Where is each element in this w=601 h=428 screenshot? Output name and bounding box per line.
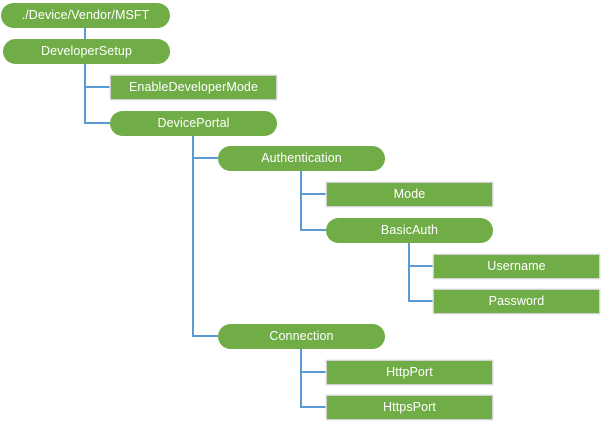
node-developersetup[interactable]: DeveloperSetup — [3, 39, 170, 64]
connector-deviceportal-to-connection — [192, 136, 218, 337]
node-label-authentication: Authentication — [261, 151, 342, 166]
connector-authentication-to-mode — [300, 171, 326, 195]
connector-developersetup-to-deviceportal — [84, 64, 110, 124]
node-label-developersetup: DeveloperSetup — [40, 44, 133, 59]
node-basicauth[interactable]: BasicAuth — [326, 218, 493, 243]
node-root[interactable]: ./Device/Vendor/MSFT — [1, 3, 170, 28]
node-connection[interactable]: Connection — [218, 324, 385, 349]
connector-connection-to-httpsport — [300, 349, 326, 408]
node-label-httpsport: HttpsPort — [383, 400, 436, 415]
node-httpport[interactable]: HttpPort — [326, 360, 493, 385]
node-deviceportal[interactable]: DevicePortal — [110, 111, 277, 136]
connector-authentication-to-basicauth — [300, 171, 326, 231]
node-label-enabledevelopermode: EnableDeveloperMode — [128, 80, 259, 95]
node-username[interactable]: Username — [433, 254, 600, 279]
connector-deviceportal-to-authentication — [192, 136, 218, 159]
node-authentication[interactable]: Authentication — [218, 146, 385, 171]
connector-developersetup-to-enabledevelopermode — [84, 64, 110, 88]
node-label-root: ./Device/Vendor/MSFT — [21, 8, 150, 23]
node-label-username: Username — [487, 259, 546, 274]
node-enabledevelopermode[interactable]: EnableDeveloperMode — [110, 75, 277, 100]
connector-connection-to-httpport — [300, 349, 326, 373]
node-label-deviceportal: DevicePortal — [157, 116, 230, 131]
node-label-password: Password — [488, 294, 545, 309]
node-label-mode: Mode — [393, 187, 426, 202]
node-label-connection: Connection — [269, 329, 334, 344]
connector-basicauth-to-password — [408, 243, 433, 302]
node-mode[interactable]: Mode — [326, 182, 493, 207]
node-httpsport[interactable]: HttpsPort — [326, 395, 493, 420]
node-label-basicauth: BasicAuth — [380, 223, 439, 238]
node-password[interactable]: Password — [433, 289, 600, 314]
connector-basicauth-to-username — [408, 243, 433, 267]
node-label-httpport: HttpPort — [386, 365, 433, 380]
